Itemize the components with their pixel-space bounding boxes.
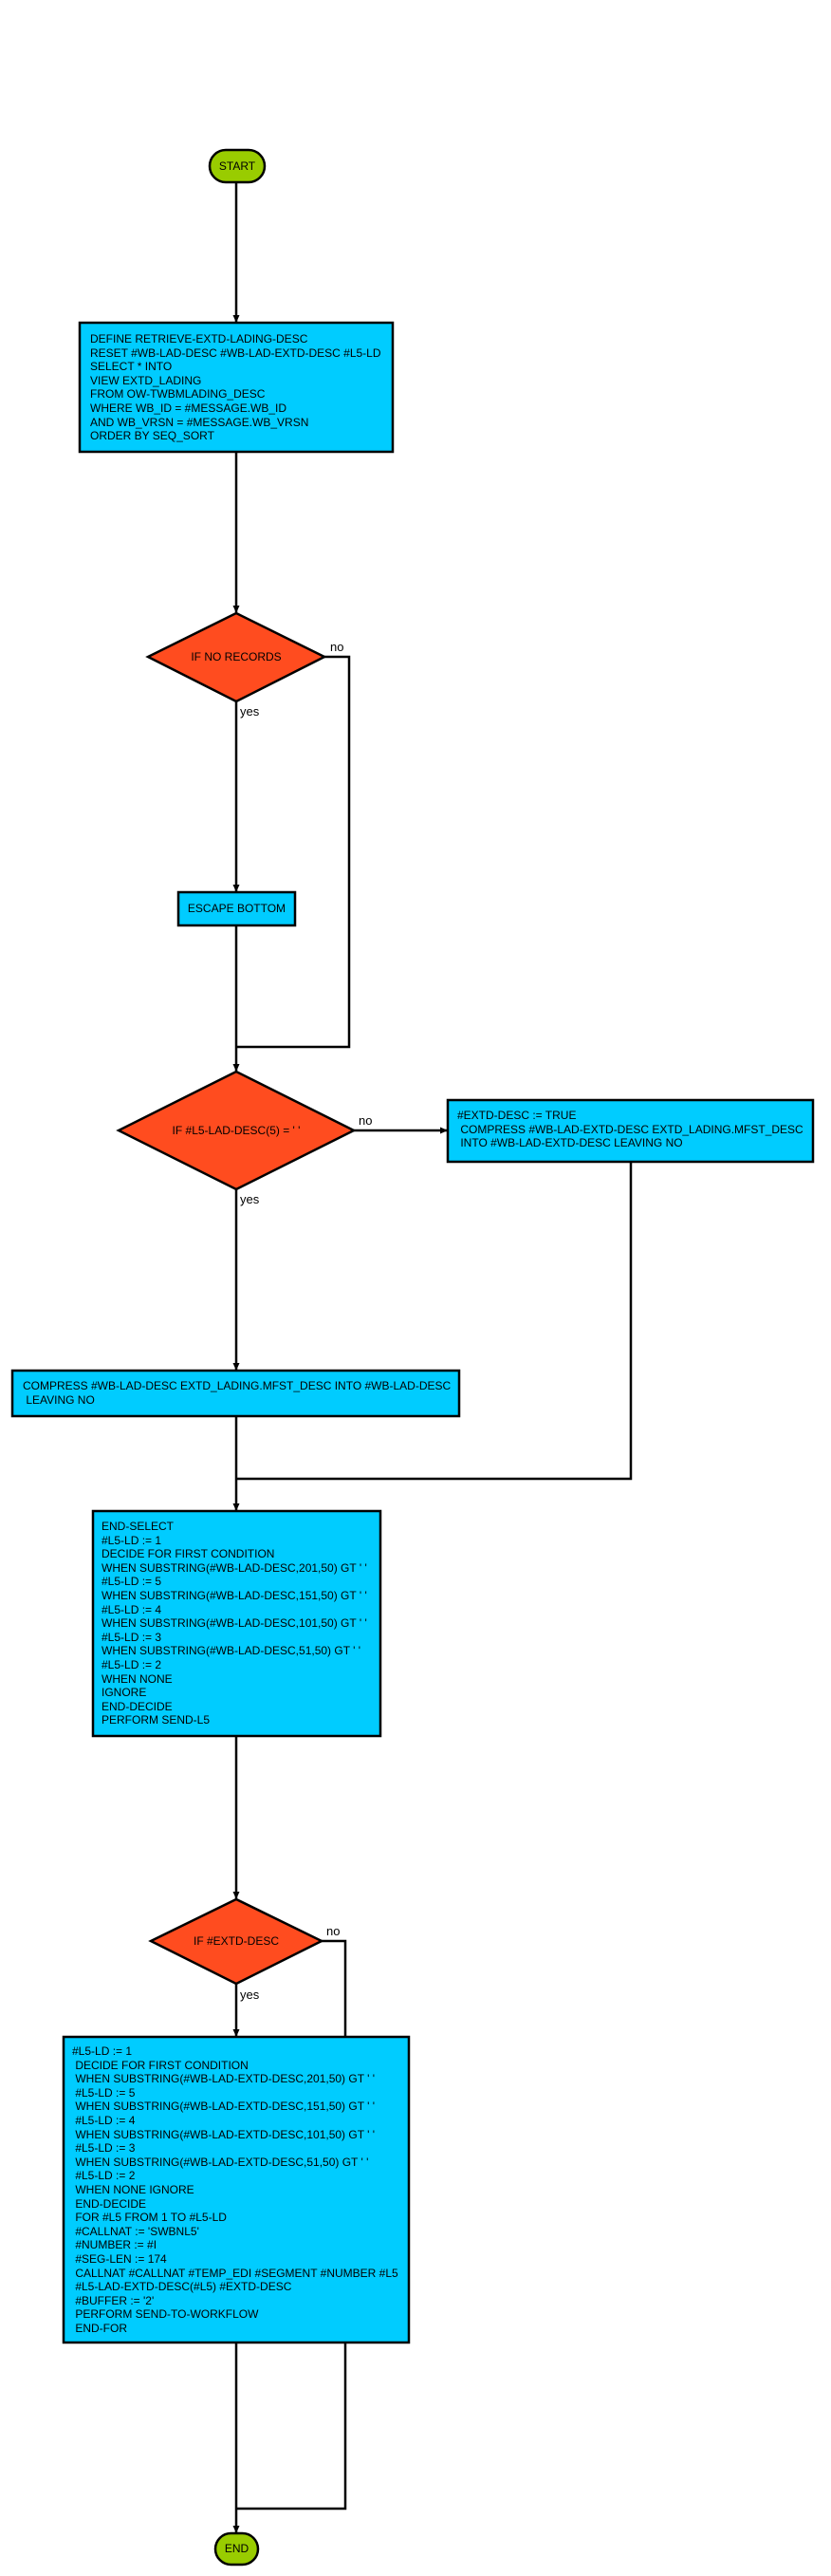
code-line: #L5-LD := 5 xyxy=(72,2085,136,2100)
extd-true-text: #EXTD-DESC := TRUE COMPRESS #WB-LAD-EXTD… xyxy=(457,1109,803,1150)
yes-label-extd: yes xyxy=(240,1988,260,2002)
if-extd-desc-label: IF #EXTD-DESC xyxy=(193,1933,279,1948)
code-line: DEFINE RETRIEVE-EXTD-LADING-DESC xyxy=(90,332,308,345)
code-line: SELECT * INTO xyxy=(90,360,173,374)
code-line: INTO #WB-LAD-EXTD-DESC LEAVING NO xyxy=(457,1136,683,1150)
start-terminal xyxy=(208,148,267,184)
code-line: WHEN NONE xyxy=(102,1671,173,1686)
code-line: WHEN SUBSTRING(#WB-LAD-DESC,201,50) GT '… xyxy=(102,1560,367,1575)
code-line: COMPRESS #WB-LAD-EXTD-DESC EXTD_LADING.M… xyxy=(457,1122,803,1136)
code-line: COMPRESS #WB-LAD-DESC EXTD_LADING.MFST_D… xyxy=(23,1379,452,1392)
code-line: END-SELECT xyxy=(102,1520,175,1533)
code-line: #L5-LD := 1 xyxy=(102,1533,162,1547)
code-line: DECIDE FOR FIRST CONDITION xyxy=(102,1547,275,1561)
code-line: ORDER BY SEQ_SORT xyxy=(90,429,214,443)
code-line: #L5-LD := 4 xyxy=(72,2113,136,2127)
start-label: START xyxy=(218,159,256,173)
code-line: WHEN SUBSTRING(#WB-LAD-DESC,101,50) GT '… xyxy=(102,1616,367,1631)
code-line: FROM OW-TWBMLADING_DESC xyxy=(90,387,266,401)
code-line: #L5-LD := 3 xyxy=(102,1630,162,1644)
code-line: WHEN SUBSTRING(#WB-LAD-EXTD-DESC,151,50)… xyxy=(72,2100,376,2114)
code-line: END-DECIDE xyxy=(72,2196,147,2211)
if-no-records-decision xyxy=(145,611,327,703)
escape-bottom-label: ESCAPE BOTTOM xyxy=(187,902,286,916)
code-line: WHEN SUBSTRING(#WB-LAD-DESC,51,50) GT ' … xyxy=(102,1644,361,1658)
code-line: #L5-LD := 5 xyxy=(102,1575,162,1589)
if-l5-decision xyxy=(116,1070,357,1191)
define-process-box xyxy=(78,321,395,454)
code-line: PERFORM SEND-L5 xyxy=(102,1713,211,1727)
end-select-box xyxy=(91,1509,382,1738)
code-line: #L5-LD := 3 xyxy=(72,2141,136,2156)
code-line: WHEN SUBSTRING(#WB-LAD-EXTD-DESC,201,50)… xyxy=(72,2072,376,2086)
code-line: #L5-LAD-EXTD-DESC(#L5) #EXTD-DESC xyxy=(72,2280,292,2294)
escape-bottom-box xyxy=(176,890,297,927)
if-l5-label: IF #L5-LAD-DESC(5) = ' ' xyxy=(172,1123,301,1137)
code-line: #L5-LD := 1 xyxy=(72,2044,133,2058)
code-line: #EXTD-DESC := TRUE xyxy=(457,1109,577,1122)
code-line: WHEN SUBSTRING(#WB-LAD-EXTD-DESC,101,50)… xyxy=(72,2127,376,2141)
connectors xyxy=(232,182,633,2533)
code-line: WHERE WB_ID = #MESSAGE.WB_ID xyxy=(90,401,287,415)
code-line: #BUFFER := '2' xyxy=(72,2293,155,2307)
compress-lad-desc-text: COMPRESS #WB-LAD-DESC EXTD_LADING.MFST_D… xyxy=(23,1379,451,1407)
yes-label-l5: yes xyxy=(240,1192,260,1206)
code-line: #L5-LD := 4 xyxy=(102,1602,162,1616)
end-terminal xyxy=(213,2531,260,2567)
code-line: RESET #WB-LAD-DESC #WB-LAD-EXTD-DESC #L5… xyxy=(90,345,381,360)
no-label-l5: no xyxy=(359,1113,373,1128)
code-line: END-FOR xyxy=(72,2321,127,2335)
edge-extd-true-merge xyxy=(236,1162,633,1481)
compress-lad-desc-box xyxy=(10,1369,461,1418)
code-line: FOR #L5 FROM 1 TO #L5-LD xyxy=(72,2211,227,2225)
edge-no-records-bypass xyxy=(236,655,351,1049)
code-line: WHEN SUBSTRING(#WB-LAD-EXTD-DESC,51,50) … xyxy=(72,2155,369,2169)
code-line: CALLNAT #CALLNAT #TEMP_EDI #SEGMENT #NUM… xyxy=(72,2266,398,2280)
yes-label-records: yes xyxy=(240,704,260,719)
if-extd-desc-decision xyxy=(148,1897,324,1986)
code-line: WHEN SUBSTRING(#WB-LAD-DESC,151,50) GT '… xyxy=(102,1588,367,1602)
code-line: #L5-LD := 2 xyxy=(102,1657,162,1671)
code-line: DECIDE FOR FIRST CONDITION xyxy=(72,2058,249,2072)
end-label: END xyxy=(224,2542,249,2556)
code-line: IGNORE xyxy=(102,1686,147,1700)
if-no-records-label: IF NO RECORDS xyxy=(191,649,282,663)
code-line: LEAVING NO xyxy=(23,1392,95,1407)
no-label-records: no xyxy=(330,640,344,654)
code-line: WHEN NONE IGNORE xyxy=(72,2182,194,2196)
extd-true-box xyxy=(446,1098,815,1164)
send-workflow-text: #L5-LD := 1 DECIDE FOR FIRST CONDITION W… xyxy=(72,2044,398,2335)
code-line: #L5-LD := 2 xyxy=(72,2169,136,2183)
no-label-extd: no xyxy=(326,1924,341,1938)
code-line: PERFORM SEND-TO-WORKFLOW xyxy=(72,2307,259,2322)
code-line: #NUMBER := #I xyxy=(72,2238,157,2252)
code-line: END-DECIDE xyxy=(102,1699,173,1713)
send-workflow-box xyxy=(62,2035,411,2344)
code-line: VIEW EXTD_LADING xyxy=(90,373,202,387)
code-line: #SEG-LEN := 174 xyxy=(72,2251,167,2266)
code-line: #CALLNAT := 'SWBNL5' xyxy=(72,2224,199,2238)
code-line: AND WB_VRSN = #MESSAGE.WB_VRSN xyxy=(90,415,309,429)
